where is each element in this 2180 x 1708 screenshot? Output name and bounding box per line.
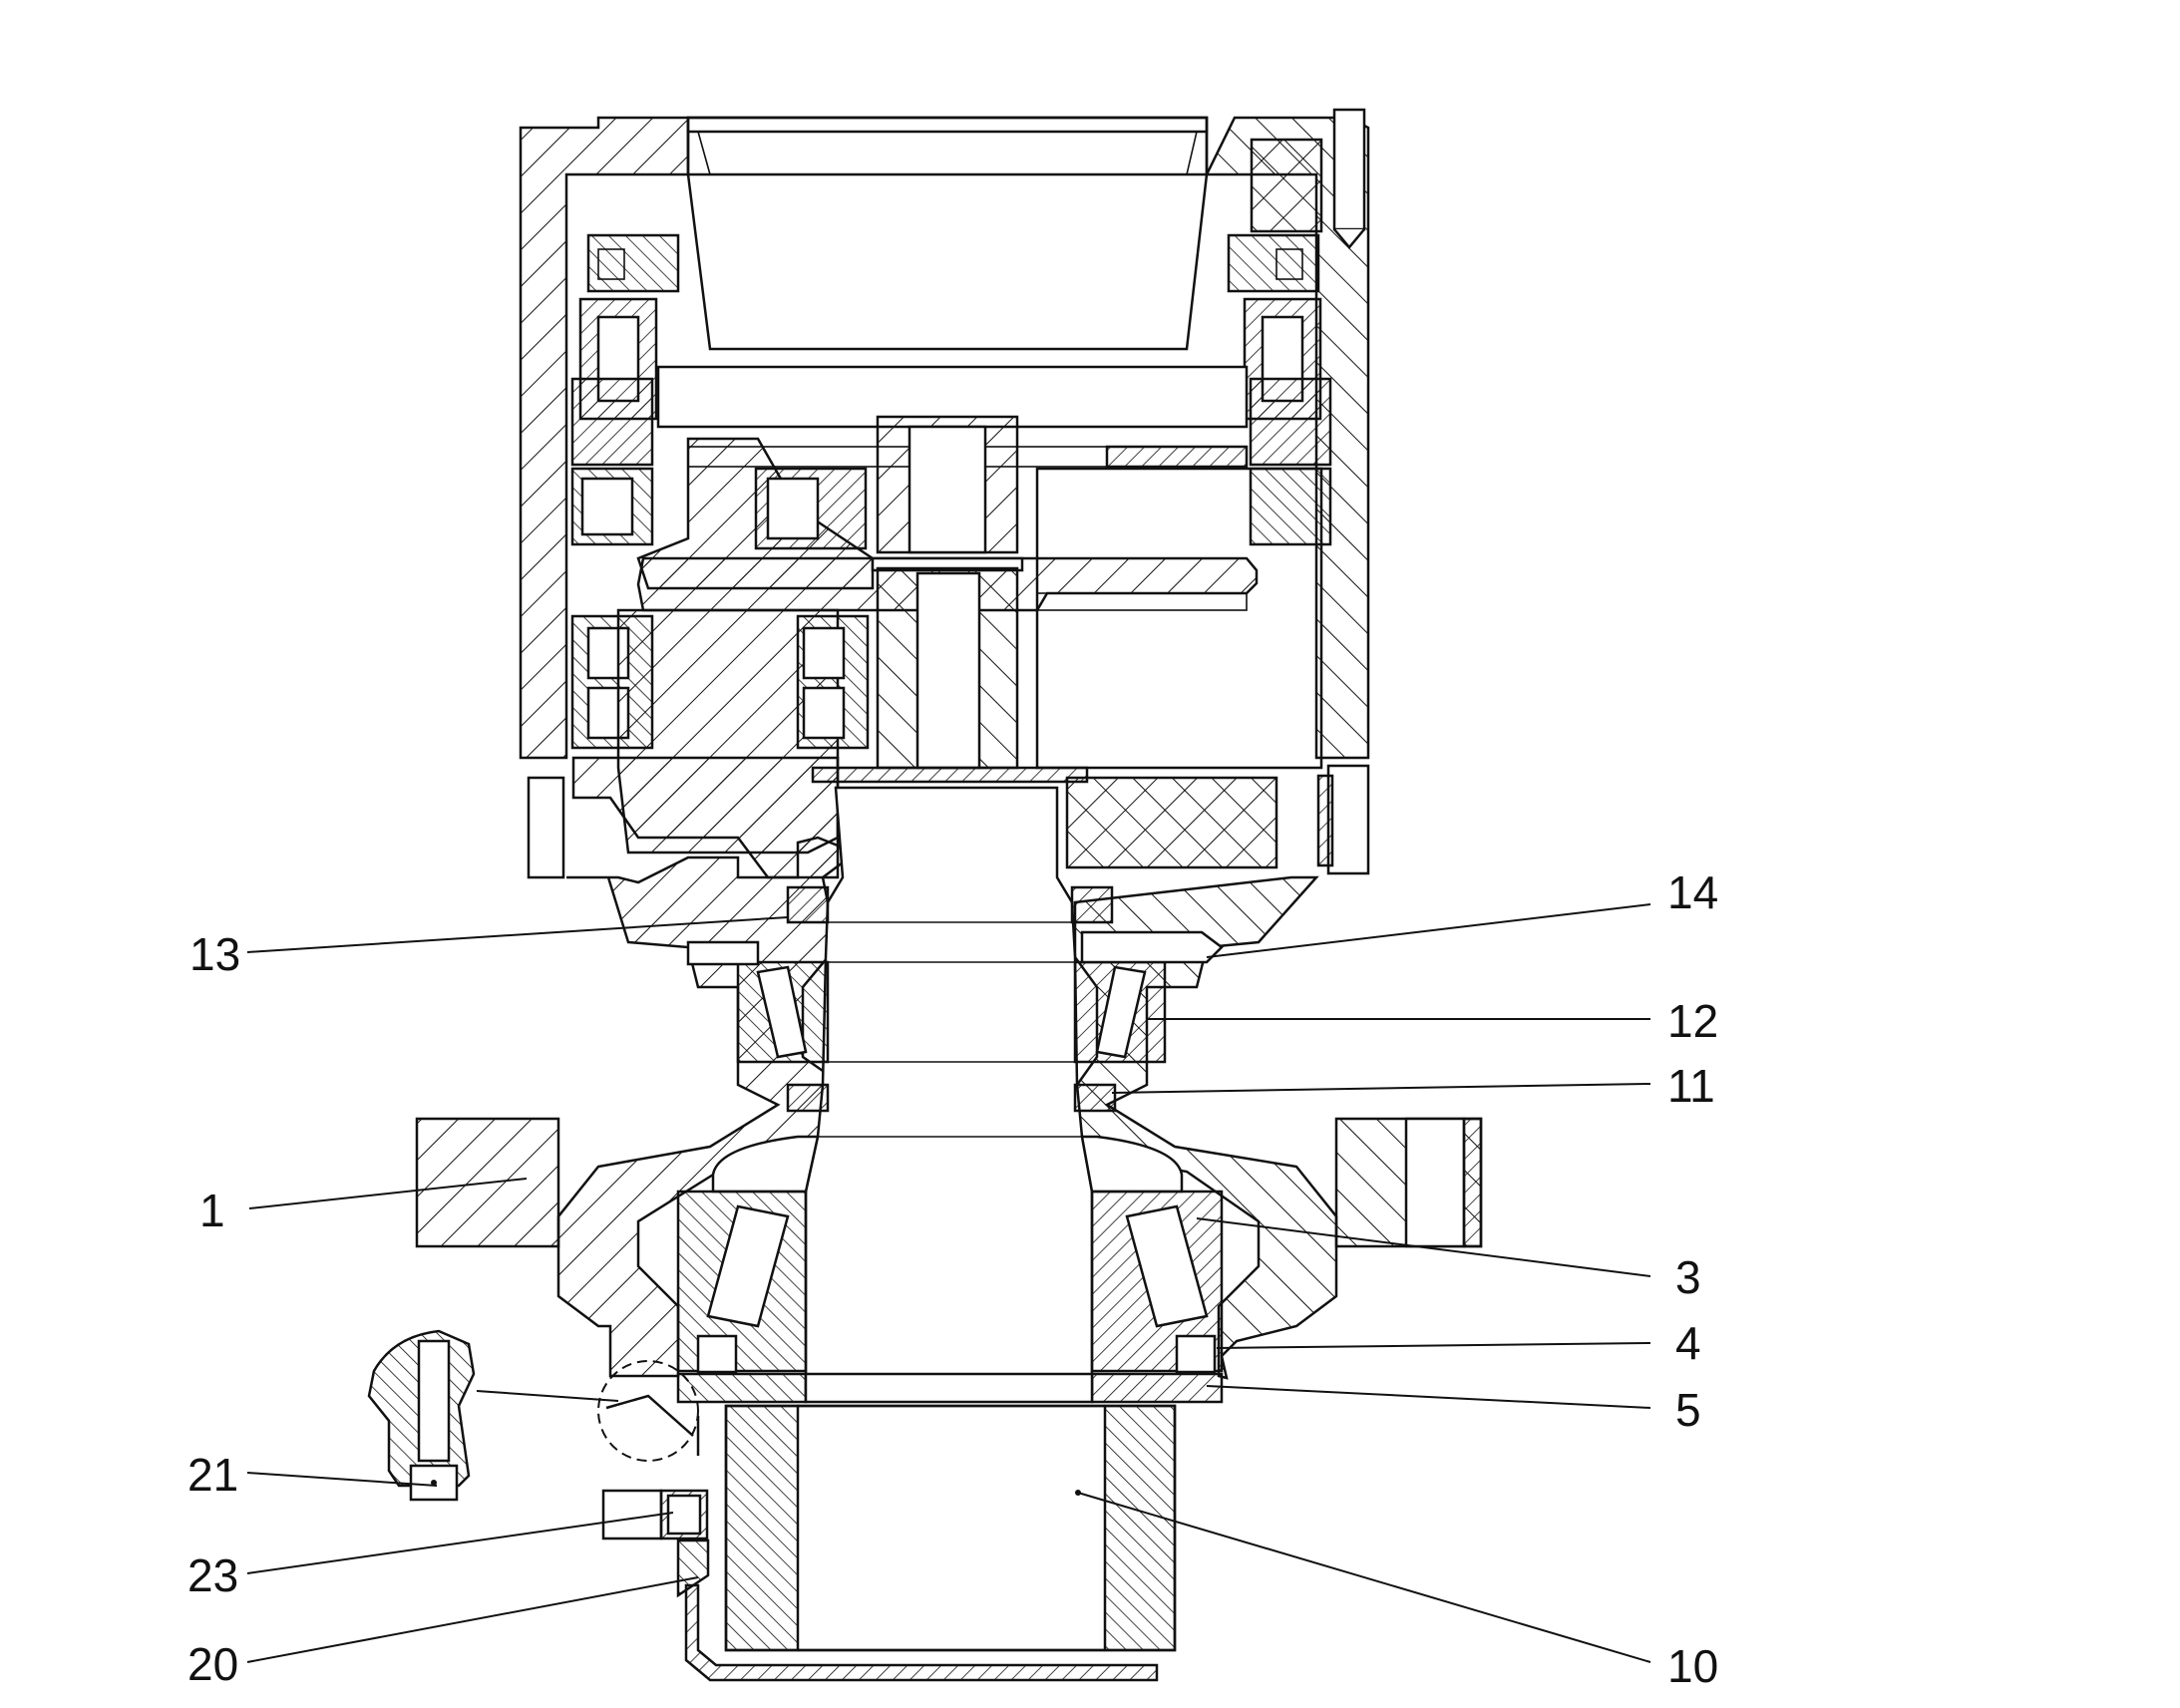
callout-4: 4 [1675,1317,1701,1369]
small-bearing-left [686,940,830,1064]
callout-12: 12 [1667,995,1718,1047]
callout-5: 5 [1675,1384,1701,1436]
callout-11: 11 [1667,1060,1715,1112]
callout-labels: 14 13 12 11 1 3 4 5 21 23 20 10 [187,866,1718,1692]
right-clutch-stack [1249,377,1332,546]
large-bearing-right [1090,1190,1224,1374]
grease-fitting-23 [601,1489,710,1598]
callout-20: 20 [187,1638,238,1690]
sun-shaft [811,415,1089,784]
callout-13: 13 [189,928,240,980]
callout-23: 23 [187,1549,238,1601]
callout-1: 1 [199,1185,225,1236]
nut-11 [786,1083,1117,1113]
large-bearing-left [676,1190,808,1374]
callout-21: 21 [187,1449,238,1501]
callout-14: 14 [1667,866,1718,918]
output-shaft [711,786,1184,1398]
right-cavity [1035,467,1323,770]
upper-housing [519,116,1370,760]
leader-lines [246,903,1651,1663]
detail-circle [597,1360,700,1462]
callout-10: 10 [1667,1640,1718,1692]
spacer-ring-5 [676,1372,1224,1404]
pinion-10 [724,1404,1177,1652]
detail-view-21 [367,1329,476,1502]
cover-plate-20 [684,1583,1159,1682]
small-bearing-right [786,885,1224,1064]
callout-3: 3 [1675,1251,1701,1303]
